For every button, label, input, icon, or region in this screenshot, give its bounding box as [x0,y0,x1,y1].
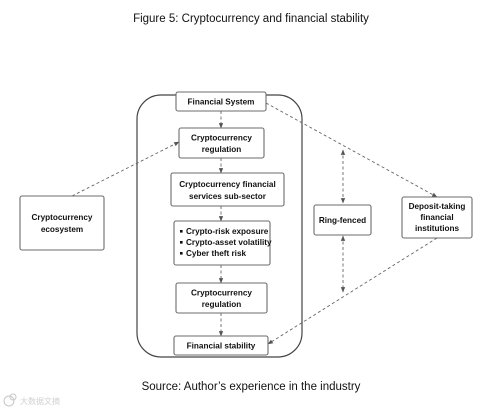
node-financial-stability: Financial stability [173,335,269,356]
svg-text:ecosystem: ecosystem [41,225,83,234]
arrow-ecosystem-to-regulation [71,141,180,197]
svg-text:institutions: institutions [415,224,460,233]
figure-title: Figure 5: Cryptocurrency and financial s… [133,13,369,25]
source-caption: Source: Author’s experience in the indus… [142,381,361,393]
bullet-icon [180,241,183,244]
arrow-deposit-taking-to-stability [267,237,438,345]
node-crypto-regulation-bottom: Cryptocurrency regulation [175,282,268,314]
svg-text:Cryptocurrency: Cryptocurrency [191,289,252,298]
watermark-text: 大数据文摘 [20,396,60,406]
node-ring-fenced: Ring-fenced [313,204,372,236]
svg-text:regulation: regulation [202,300,242,309]
svg-text:Financial System: Financial System [188,98,255,107]
node-financial-services: Cryptocurrency financial services sub-se… [170,172,285,207]
svg-text:Crypto-asset volatility: Crypto-asset volatility [186,238,272,247]
svg-text:Financial stability: Financial stability [187,342,256,351]
svg-text:Cyber theft risk: Cyber theft risk [186,249,247,258]
svg-text:regulation: regulation [202,145,242,154]
bullet-icon [180,252,183,255]
svg-text:Cryptocurrency: Cryptocurrency [191,134,252,143]
svg-text:Cryptocurrency: Cryptocurrency [32,213,93,222]
svg-text:Cryptocurrency financial: Cryptocurrency financial [179,180,275,189]
node-financial-system: Financial System [175,91,267,112]
node-risks: Crypto-risk exposure Crypto-asset volati… [173,220,272,266]
node-crypto-ecosystem: Cryptocurrency ecosystem [19,195,105,251]
svg-text:Deposit-taking: Deposit-taking [409,202,466,211]
node-crypto-regulation-top: Cryptocurrency regulation [178,127,265,159]
arrow-system-to-deposit-taking [265,102,438,198]
connectors [71,102,438,345]
node-deposit-taking: Deposit-taking financial institutions [401,196,473,239]
svg-text:services sub-sector: services sub-sector [189,192,267,201]
svg-text:Crypto-risk exposure: Crypto-risk exposure [186,227,269,236]
svg-text:Ring-fenced: Ring-fenced [319,216,366,225]
svg-text:financial: financial [420,213,453,222]
watermark-logo: 大数据文摘 [3,393,60,407]
bullet-icon [180,230,183,233]
